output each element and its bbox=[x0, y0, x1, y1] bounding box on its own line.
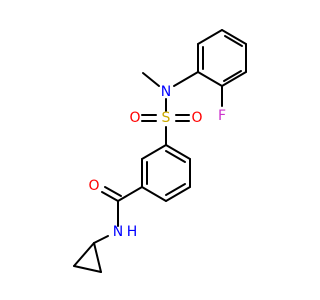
bond-ar1-6 bbox=[141, 144, 167, 160]
bond-ring-carbonyl bbox=[117, 186, 143, 202]
bond-n-cyclopropyl bbox=[93, 235, 109, 244]
atom-h-amide: H bbox=[127, 224, 138, 240]
molecule-structure: N S O O F O N H bbox=[73, 29, 247, 273]
bond-cp-3 bbox=[93, 242, 102, 273]
atom-o-sulfonyl-left: O bbox=[129, 110, 140, 126]
atom-labels: N S O O F O N H bbox=[88, 84, 226, 240]
bond-ar2-3 bbox=[221, 29, 247, 45]
atom-s-sulfonyl: S bbox=[162, 110, 171, 126]
bond-ar2-5 bbox=[221, 71, 247, 87]
bond-ar2-inner-3 bbox=[223, 70, 242, 82]
atom-f-aryl: F bbox=[218, 108, 226, 124]
bond-cp-1 bbox=[73, 242, 95, 267]
atom-n-amide: N bbox=[113, 224, 123, 240]
bond-cp-2 bbox=[73, 265, 102, 273]
atom-n-sulfonamide: N bbox=[161, 84, 171, 100]
bond-c-o-1 bbox=[101, 191, 119, 202]
bond-ar2-6 bbox=[197, 71, 223, 87]
bond-ar1-3 bbox=[165, 186, 191, 202]
bonds bbox=[73, 29, 247, 273]
bond-c-o-2 bbox=[104, 186, 122, 197]
bond-n-aryl bbox=[173, 71, 199, 87]
atom-o-sulfonyl-right: O bbox=[191, 110, 202, 126]
bond-ar1-inner-2 bbox=[165, 183, 186, 196]
bond-n-methyl bbox=[142, 72, 160, 87]
bond-ar2-2 bbox=[197, 29, 223, 45]
bond-ar2-inner-2 bbox=[224, 35, 243, 47]
bond-ar1-1 bbox=[165, 144, 191, 160]
bond-ar1-4 bbox=[141, 186, 167, 202]
bond-ar1-inner-1 bbox=[165, 150, 186, 163]
atom-o-carbonyl: O bbox=[88, 178, 99, 194]
